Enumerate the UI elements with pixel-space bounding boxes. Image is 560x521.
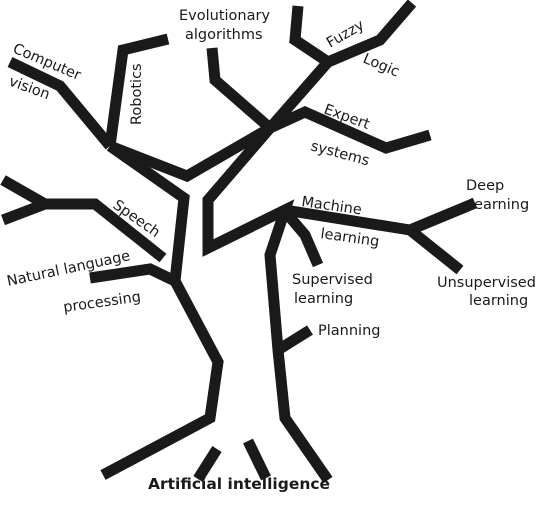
label-algorithms: algorithms bbox=[185, 27, 263, 43]
branch-machine-learning-group bbox=[275, 197, 478, 355]
label-unsupervised: Unsupervised bbox=[437, 275, 536, 291]
label-robotics: Robotics bbox=[129, 63, 145, 125]
branch-fuzzy-fork bbox=[289, 5, 332, 67]
branch-robotics bbox=[104, 33, 170, 147]
branch-computer-vision bbox=[7, 57, 115, 150]
trunk-left bbox=[100, 141, 224, 480]
root-left bbox=[193, 446, 222, 482]
branch-nlp bbox=[89, 263, 178, 286]
branch-planning bbox=[275, 325, 313, 355]
branch-supervised bbox=[283, 211, 324, 268]
label-planning: Planning bbox=[318, 323, 380, 339]
label-unsupervised-learning: learning bbox=[469, 293, 528, 309]
branch-expert-systems bbox=[267, 105, 432, 154]
branch-speech bbox=[0, 175, 167, 263]
branch-speech-fork bbox=[1, 198, 47, 226]
branch-fuzzy-logic bbox=[265, 0, 417, 132]
branch-unsupervised bbox=[406, 225, 464, 275]
label-ml-learning: learning bbox=[319, 226, 380, 250]
branch-center-connector bbox=[108, 123, 273, 183]
label-deep: Deep bbox=[466, 178, 504, 194]
root-right bbox=[243, 438, 271, 481]
branch-upper-right-group bbox=[265, 0, 432, 154]
label-supervised: Supervised bbox=[292, 272, 373, 288]
branch-lower-left-group bbox=[0, 175, 178, 286]
branch-computer-vision-group bbox=[7, 33, 273, 183]
label-logic: Logic bbox=[360, 51, 401, 81]
label-supervised-learning: learning bbox=[294, 291, 353, 307]
label-evolutionary: Evolutionary bbox=[179, 8, 270, 24]
trunk-right bbox=[202, 47, 333, 484]
label-processing: processing bbox=[62, 289, 142, 316]
label-deep-learning: learning bbox=[470, 197, 529, 213]
trunk bbox=[100, 47, 333, 484]
diagram-title: Artificial intelligence bbox=[148, 475, 330, 493]
